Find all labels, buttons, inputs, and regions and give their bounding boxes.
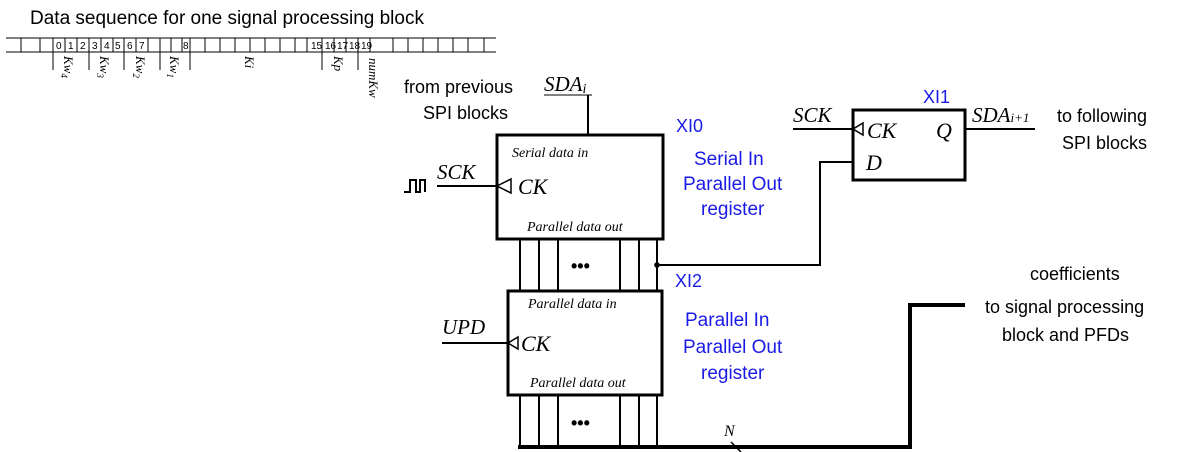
- bit-index-label: 15: [311, 41, 323, 52]
- bus-ellipsis-2: •••: [571, 413, 590, 433]
- field-kp: Kp: [331, 55, 346, 72]
- xi2-clock-label: CK: [521, 331, 552, 356]
- xi2-name-line1: Parallel In: [685, 310, 770, 331]
- xi1-clock-label: CK: [867, 118, 898, 143]
- xi0-name-line2: Parallel Out: [683, 174, 783, 195]
- bit-index-label: 17: [337, 41, 349, 52]
- xi2-name-line2: Parallel Out: [683, 337, 783, 358]
- coefficients-label-line2: to signal processing: [985, 297, 1144, 317]
- xi2-register: Parallel data in CK Parallel data out: [506, 289, 664, 397]
- bit-index-label: 8: [183, 41, 189, 52]
- xi0-port-parallel-out: Parallel data out: [526, 220, 624, 235]
- sequence-title: Data sequence for one signal processing …: [30, 8, 424, 29]
- following-label-line2: SPI blocks: [1062, 133, 1147, 153]
- sda-out-label: SDAi+1: [972, 103, 1029, 127]
- bit-index-label: 0: [56, 41, 62, 52]
- bit-index-label: 7: [139, 41, 145, 52]
- xi0-port-serial-in: Serial data in: [512, 146, 588, 161]
- xi0-name-line1: Serial In: [694, 149, 764, 170]
- xi0-name-line3: register: [701, 199, 765, 220]
- bit-index-label: 2: [80, 41, 86, 52]
- sda-in-label: SDAi: [544, 72, 587, 97]
- xi2-port-parallel-in: Parallel data in: [527, 297, 617, 312]
- field-kw1: Kw1: [165, 55, 182, 78]
- coefficients-label-line3: block and PFDs: [1002, 325, 1129, 345]
- xi0-id: XI0: [676, 116, 703, 136]
- field-numkw: numKw: [366, 58, 381, 98]
- from-previous-label-line1: from previous: [404, 77, 513, 97]
- parallel-bus-xi2-out: [518, 395, 660, 449]
- bit-index-label: 1: [68, 41, 74, 52]
- field-kw3: Kw3: [95, 55, 112, 78]
- bus-width-slash: [730, 441, 742, 452]
- field-kw4: Kw4: [59, 55, 76, 78]
- xi1-q-label: Q: [936, 118, 952, 143]
- coefficient-bus-wire: [657, 303, 965, 449]
- sck-main-label: SCK: [437, 160, 477, 184]
- field-ki: Ki: [242, 55, 257, 69]
- xi2-id: XI2: [675, 271, 702, 291]
- xi0-clock-label: CK: [518, 174, 549, 199]
- xi1-d-label: D: [865, 150, 882, 175]
- xi0-to-xi1-d-wire: [657, 161, 853, 266]
- xi2-port-parallel-out: Parallel data out: [529, 376, 627, 391]
- xi1-id: XI1: [923, 87, 950, 107]
- field-kw2: Kw2: [131, 55, 148, 78]
- field-labels: Kw4 Kw3 Kw2 Kw1 Ki Kp numKw: [52, 52, 381, 98]
- bit-index-label: 5: [115, 41, 121, 52]
- parallel-bus-xi0-xi2: [519, 239, 658, 291]
- xi1-sck-label: SCK: [793, 103, 833, 127]
- upd-label: UPD: [442, 315, 485, 339]
- xi2-name-line3: register: [701, 363, 765, 384]
- clock-pulse-icon: [404, 179, 426, 193]
- bit-index-label: 19: [361, 41, 373, 52]
- bus-ellipsis-1: •••: [571, 256, 590, 276]
- bit-index-label: 16: [325, 41, 337, 52]
- bit-index-label: 4: [104, 41, 110, 52]
- xi0-register: Serial data in CK Parallel data out: [495, 133, 665, 241]
- bus-width-label: N: [723, 423, 736, 440]
- from-previous-label-line2: SPI blocks: [423, 103, 508, 123]
- xi1-flipflop: CK Q D: [851, 108, 967, 182]
- coefficients-label-line1: coefficients: [1030, 264, 1120, 284]
- bit-index-label: 6: [127, 41, 133, 52]
- bit-index-label: 3: [92, 41, 98, 52]
- following-label-line1: to following: [1057, 106, 1147, 126]
- bit-index-label: 18: [349, 41, 361, 52]
